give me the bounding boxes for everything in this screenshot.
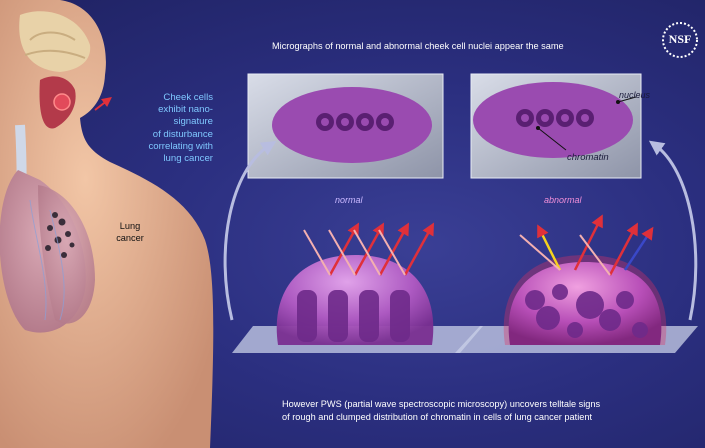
cheek-note-line: correlating with <box>103 141 213 153</box>
bottom-caption-line: of rough and clumped distribution of chr… <box>282 411 702 424</box>
cheek-note-line: Cheek cells <box>103 92 213 104</box>
curved-arrow-right <box>655 145 696 320</box>
lung-label-line: Lung <box>110 220 150 232</box>
cheek-note-line: exhibit nano- <box>103 104 213 116</box>
chromatin-label: chromatin <box>567 152 609 163</box>
top-caption: Micrographs of normal and abnormal cheek… <box>272 41 672 51</box>
normal-cell <box>277 228 434 345</box>
cheek-note-line: lung cancer <box>103 153 213 165</box>
abnormal-cell <box>504 220 667 345</box>
normal-micrograph-panel <box>248 74 443 178</box>
cheek-cells-note: Cheek cells exhibit nano- signature of d… <box>103 92 213 165</box>
cheek-note-line: of disturbance <box>103 129 213 141</box>
nucleus-label: nucleus <box>619 90 650 100</box>
bottom-caption-line: However PWS (partial wave spectroscopic … <box>282 398 702 411</box>
abnormal-micrograph-panel <box>471 74 641 178</box>
normal-label: normal <box>335 195 363 205</box>
lung-label-line: cancer <box>110 232 150 244</box>
bottom-caption: However PWS (partial wave spectroscopic … <box>282 398 702 423</box>
human-figure <box>0 0 213 448</box>
abnormal-label: abnormal <box>544 195 582 205</box>
cheek-note-line: signature <box>103 116 213 128</box>
lung-cancer-label: Lung cancer <box>110 220 150 244</box>
